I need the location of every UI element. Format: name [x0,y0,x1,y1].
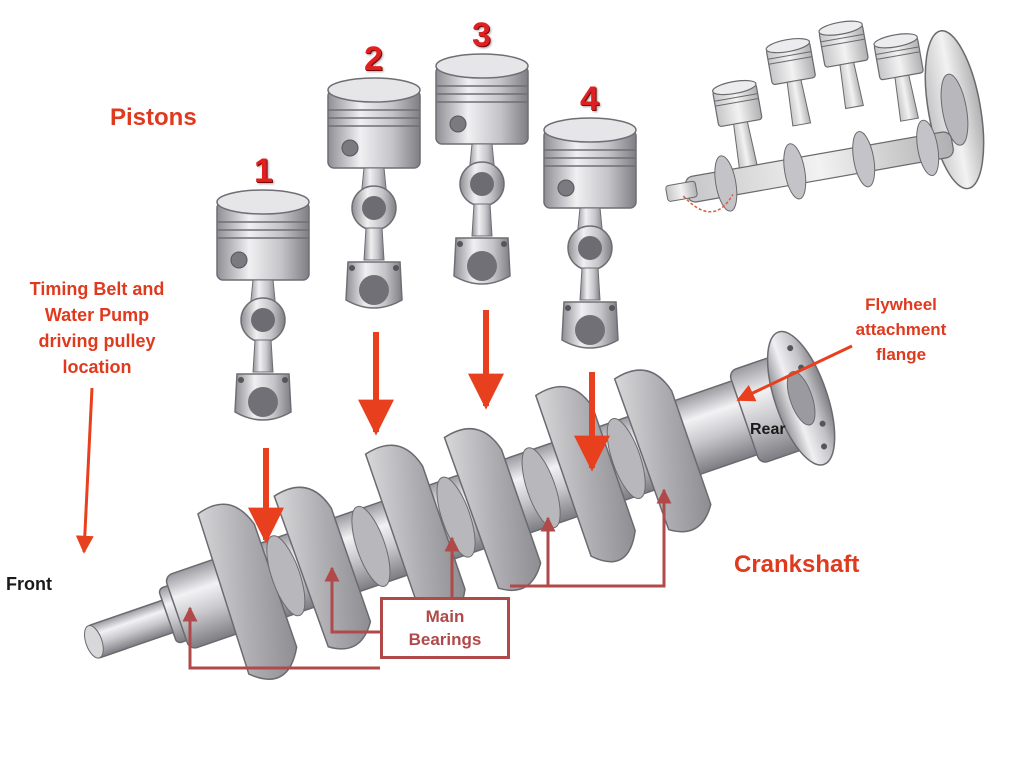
piston-2 [327,77,421,309]
piston-number-3: 3 [472,16,491,54]
piston-number-1: 1 [254,152,273,190]
main-bearings-label-line1: Main [425,607,465,626]
piston-4 [543,117,637,349]
main-bearings-label-line2: Bearings [408,630,482,649]
front-label: Front [6,574,52,594]
rear-label: Rear [750,421,786,438]
piston-number-2: 2 [364,40,383,78]
main-bearing-lines [182,488,672,670]
pistons-label: Pistons [110,104,197,131]
crankshaft-label: Crankshaft [734,551,860,578]
timing-pointer-arrow [75,387,94,554]
flywheel-label: Flywheel attachment flange [855,295,947,364]
main-bearings-box: Main Bearings [380,597,510,659]
timing-belt-label: Timing Belt and Water Pump driving pulle… [29,279,165,377]
flywheel-pointer-arrow [736,344,853,402]
piston-1 [216,189,310,421]
engine-thumbnail [665,17,985,213]
piston-number-4: 4 [580,80,599,118]
piston-3 [435,53,529,285]
piston-arrows [248,310,610,544]
